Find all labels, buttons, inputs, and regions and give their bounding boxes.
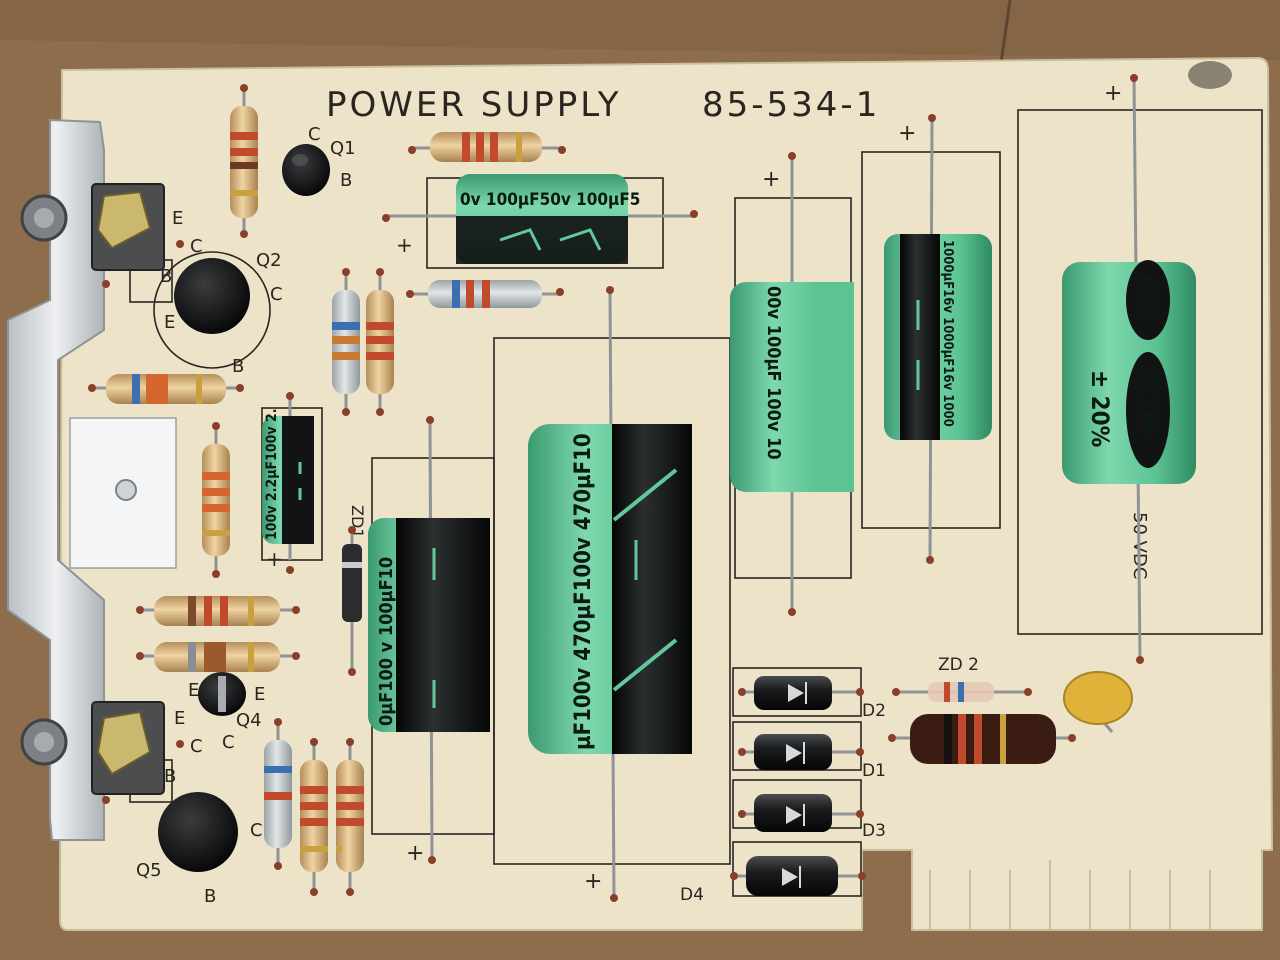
label-q5: Q5 <box>136 860 162 881</box>
resistor-r13 <box>892 714 1072 764</box>
label-c-q4: C <box>222 732 235 753</box>
resistor-r5 <box>366 272 394 412</box>
label-b-q2b: B <box>232 356 244 377</box>
label-c-q2b: C <box>270 284 283 305</box>
transistor-q5 <box>158 792 238 872</box>
transistor-q2-driver <box>153 251 271 369</box>
label-d1: D1 <box>862 761 886 781</box>
label-plus-c4: + <box>584 869 602 894</box>
diode-d1 <box>742 734 860 770</box>
power-transistor-q2-mount <box>91 183 165 271</box>
label-b-q5a: B <box>164 766 176 787</box>
transistor-q4 <box>198 672 246 716</box>
label-plus-c3: + <box>406 841 424 866</box>
label-q1: Q1 <box>330 138 356 159</box>
label-plus-c2: + <box>266 547 283 571</box>
resistor-r7 <box>202 426 230 574</box>
capacitor-c1-marking: 0v 100µF50v 100µF5 <box>460 190 640 210</box>
label-e-q5: E <box>174 708 185 729</box>
tantalum-capacitor <box>1063 671 1133 733</box>
capacitor-c7-tolerance: ± 20% <box>1086 370 1114 447</box>
capacitor-c5: 00v 100µF 100v 10 <box>730 156 854 612</box>
diode-d4 <box>734 856 862 896</box>
capacitor-c6: 1000µF16v 1000µF16v 1000 <box>884 117 992 561</box>
label-q2: Q2 <box>256 250 282 271</box>
zener-diode-zd1 <box>342 530 362 672</box>
label-d4: D4 <box>680 885 704 905</box>
label-b-q5b: B <box>204 886 216 907</box>
capacitor-c2: 100v 2.2µF100v 2. <box>262 396 314 560</box>
resistor-r4 <box>332 272 360 412</box>
capacitor-c4: µF100v 470µF100v 470µF10 <box>528 289 692 899</box>
capacitor-c4-marking: µF100v 470µF100v 470µF10 <box>571 433 596 750</box>
resistor-r2 <box>412 132 562 162</box>
resistor-r3 <box>410 280 560 308</box>
label-plus-c6: + <box>898 121 916 146</box>
label-q4: Q4 <box>236 710 262 731</box>
resistor-r6 <box>92 374 240 404</box>
diode-d3 <box>742 794 860 832</box>
capacitor-c1: 0v 100µF50v 100µF5 <box>386 174 694 264</box>
label-e-q4a: E <box>188 680 199 701</box>
resistor-r11 <box>300 742 328 892</box>
resistor-r1 <box>230 88 258 234</box>
diode-d2 <box>742 676 860 710</box>
zener-diode-zd2 <box>896 682 1028 702</box>
label-zd2: ZD 2 <box>938 655 979 675</box>
label-c-q5b: C <box>250 820 263 841</box>
label-plus-c7: + <box>1104 81 1122 106</box>
capacitor-c2-marking: 100v 2.2µF100v 2. <box>264 408 280 540</box>
solder-pads <box>88 74 1144 902</box>
label-e-q2: E <box>172 208 183 229</box>
capacitor-c6-marking: 1000µF16v 1000µF16v 1000 <box>940 240 955 427</box>
capacitor-c7-brand-top: CON <box>1135 276 1159 320</box>
heatsink-bracket <box>7 118 177 841</box>
label-plus-c1: + <box>396 233 413 257</box>
label-d3: D3 <box>862 821 886 841</box>
resistor-r8 <box>140 596 296 626</box>
transistor-q1 <box>282 144 330 196</box>
resistor-r10 <box>264 722 292 866</box>
label-e-q4b: E <box>254 684 265 705</box>
capacitor-c5-marking: 00v 100µF 100v 10 <box>763 286 784 460</box>
board-part-number: 85-534-1 <box>702 85 880 125</box>
label-plus-c5: + <box>762 167 780 192</box>
label-e-q2b: E <box>164 312 175 333</box>
label-b-q1: B <box>340 170 352 191</box>
capacitor-c3: 0µF100 v 100µF10 <box>368 419 490 861</box>
capacitor-c7-brand: XICON <box>1134 364 1159 435</box>
capacitor-c3-marking: 0µF100 v 100µF10 <box>376 557 397 726</box>
board-title: POWER SUPPLY <box>326 85 621 125</box>
capacitor-c7-xicon: CON XICON ± 20% <box>1062 77 1196 661</box>
resistor-r9 <box>140 642 296 672</box>
label-c-q1: C <box>308 124 321 145</box>
edge-connector <box>929 860 1211 930</box>
label-c-q2a: C <box>190 236 203 257</box>
label-c-q5a: C <box>190 736 203 757</box>
power-transistor-q4-mount <box>91 701 165 795</box>
label-d2: D2 <box>862 701 886 721</box>
resistor-r12 <box>336 742 364 892</box>
